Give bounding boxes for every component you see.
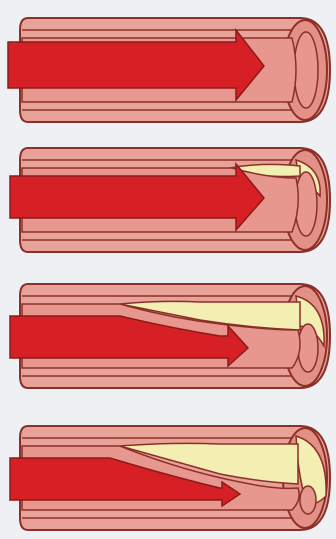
artery-panel-2-early-plaque	[10, 148, 330, 252]
artery-panel-1-healthy	[8, 18, 330, 122]
artery-panel-3-moderate-plaque	[10, 284, 330, 388]
artery-panel-4-severe-plaque	[10, 426, 330, 530]
